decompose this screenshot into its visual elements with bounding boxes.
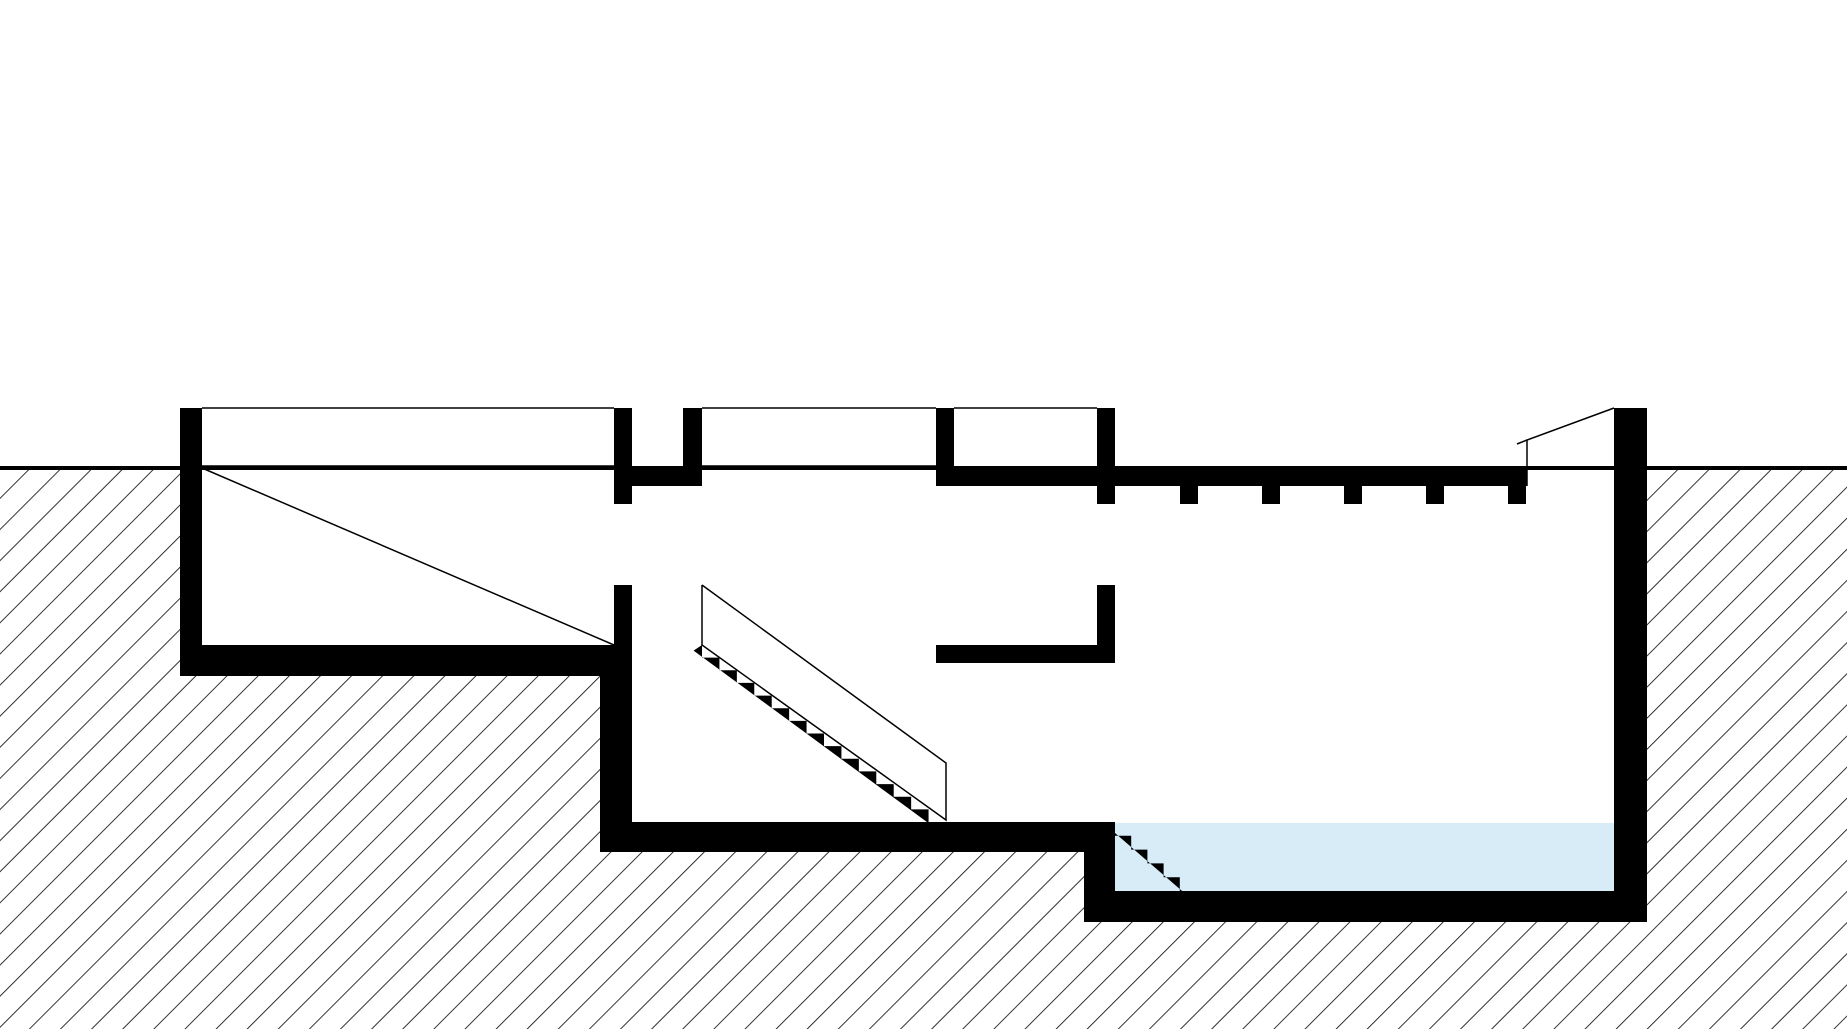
ceiling-beam <box>1180 468 1198 504</box>
light-well-1-left <box>614 408 632 504</box>
upper-enclosure-lines <box>202 407 1097 467</box>
upper-room-floor <box>180 645 620 676</box>
light-well-1-bottom <box>614 468 702 486</box>
roof-slab <box>1097 468 1527 486</box>
left-outer-wall <box>180 408 202 676</box>
lower-room-floor <box>600 822 1115 852</box>
light-well-2-bottom <box>936 468 1115 486</box>
mid-wall-left <box>614 585 632 647</box>
main-stair-balustrade <box>701 584 947 822</box>
mid-wall-right <box>1097 585 1115 663</box>
mid-landing <box>936 645 1115 663</box>
skylight <box>1516 407 1615 486</box>
pool-water-step-fill <box>1114 830 1188 891</box>
light-well-2-right <box>1097 408 1115 504</box>
structure-walls <box>180 408 1647 922</box>
ceiling-beam <box>1426 468 1444 504</box>
ceiling-beam <box>1508 468 1526 504</box>
lower-room-left-wall <box>600 645 632 852</box>
main-stair <box>693 645 946 836</box>
stair-flight <box>1107 822 1196 903</box>
light-well-2-left <box>936 408 954 486</box>
pool-floor <box>1084 891 1647 922</box>
light-well-1-right <box>683 408 702 486</box>
right-outer-wall <box>1614 408 1647 922</box>
ceiling-beam <box>1262 468 1280 504</box>
pool-water <box>1114 823 1614 891</box>
building-excavation <box>180 468 1647 922</box>
pool-steps <box>1107 822 1196 903</box>
ramp-line <box>201 467 615 646</box>
stair-flight <box>693 645 946 836</box>
ceiling-beam <box>1344 468 1362 504</box>
